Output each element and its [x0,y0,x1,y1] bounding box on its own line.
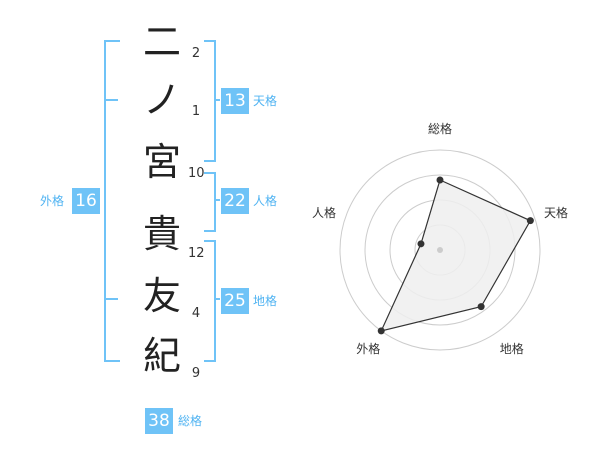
stroke-count-5: 4 [191,306,201,321]
soukaku-value: 38 [145,408,173,434]
chikaku-bracket [204,240,216,362]
radar-point [526,217,534,225]
stroke-count-1: 2 [191,46,201,61]
gaikaku-value: 16 [72,188,100,214]
stroke-count-2: 1 [191,104,201,119]
name-char-6: 紀 [142,334,181,378]
radar-label-soukaku: 総格 [428,121,453,136]
radar-center-dot [437,247,443,253]
chikaku-value: 25 [221,288,249,314]
name-char-2: ノ [142,78,181,122]
jinkaku-value: 22 [221,188,249,214]
jinkaku-label: 人格 [253,194,278,208]
radar-label-jinkaku: 人格 [311,205,336,220]
gaikaku-bracket-tick-lower [104,298,118,300]
radar-label-tenkaku: 天格 [544,205,569,220]
radar-points [377,176,534,335]
radar-point [477,303,485,311]
radar-polygon [380,179,532,332]
chikaku-label: 地格 [253,294,278,308]
stroke-count-6: 9 [191,366,201,381]
radar-label-chikaku: 地格 [499,342,524,357]
name-char-5: 友 [142,274,181,318]
name-char-3: 宮 [142,140,181,184]
chikaku-bracket-tick [214,298,220,300]
soukaku-label: 総格 [178,414,203,428]
radar-point [377,327,385,335]
radar-label-gaikaku: 外格 [356,342,381,357]
jinkaku-bracket-tick [214,199,220,201]
name-char-1: 二 [142,20,181,64]
tenkaku-bracket [204,40,216,162]
gaikaku-label: 外格 [40,194,65,208]
radar-point [417,240,425,248]
radar-point [436,176,444,184]
radar-grid-ring [364,174,516,326]
stroke-count-3: 10 [188,166,205,181]
tenkaku-bracket-tick [214,99,220,101]
radar-grid-ring [339,149,541,351]
tenkaku-label: 天格 [253,94,278,108]
stroke-count-4: 12 [188,246,205,261]
gaikaku-bracket [104,40,120,362]
tenkaku-value: 13 [221,88,249,114]
name-char-4: 貴 [142,212,181,256]
gaikaku-bracket-tick-upper [104,99,118,101]
jinkaku-bracket [204,172,216,232]
